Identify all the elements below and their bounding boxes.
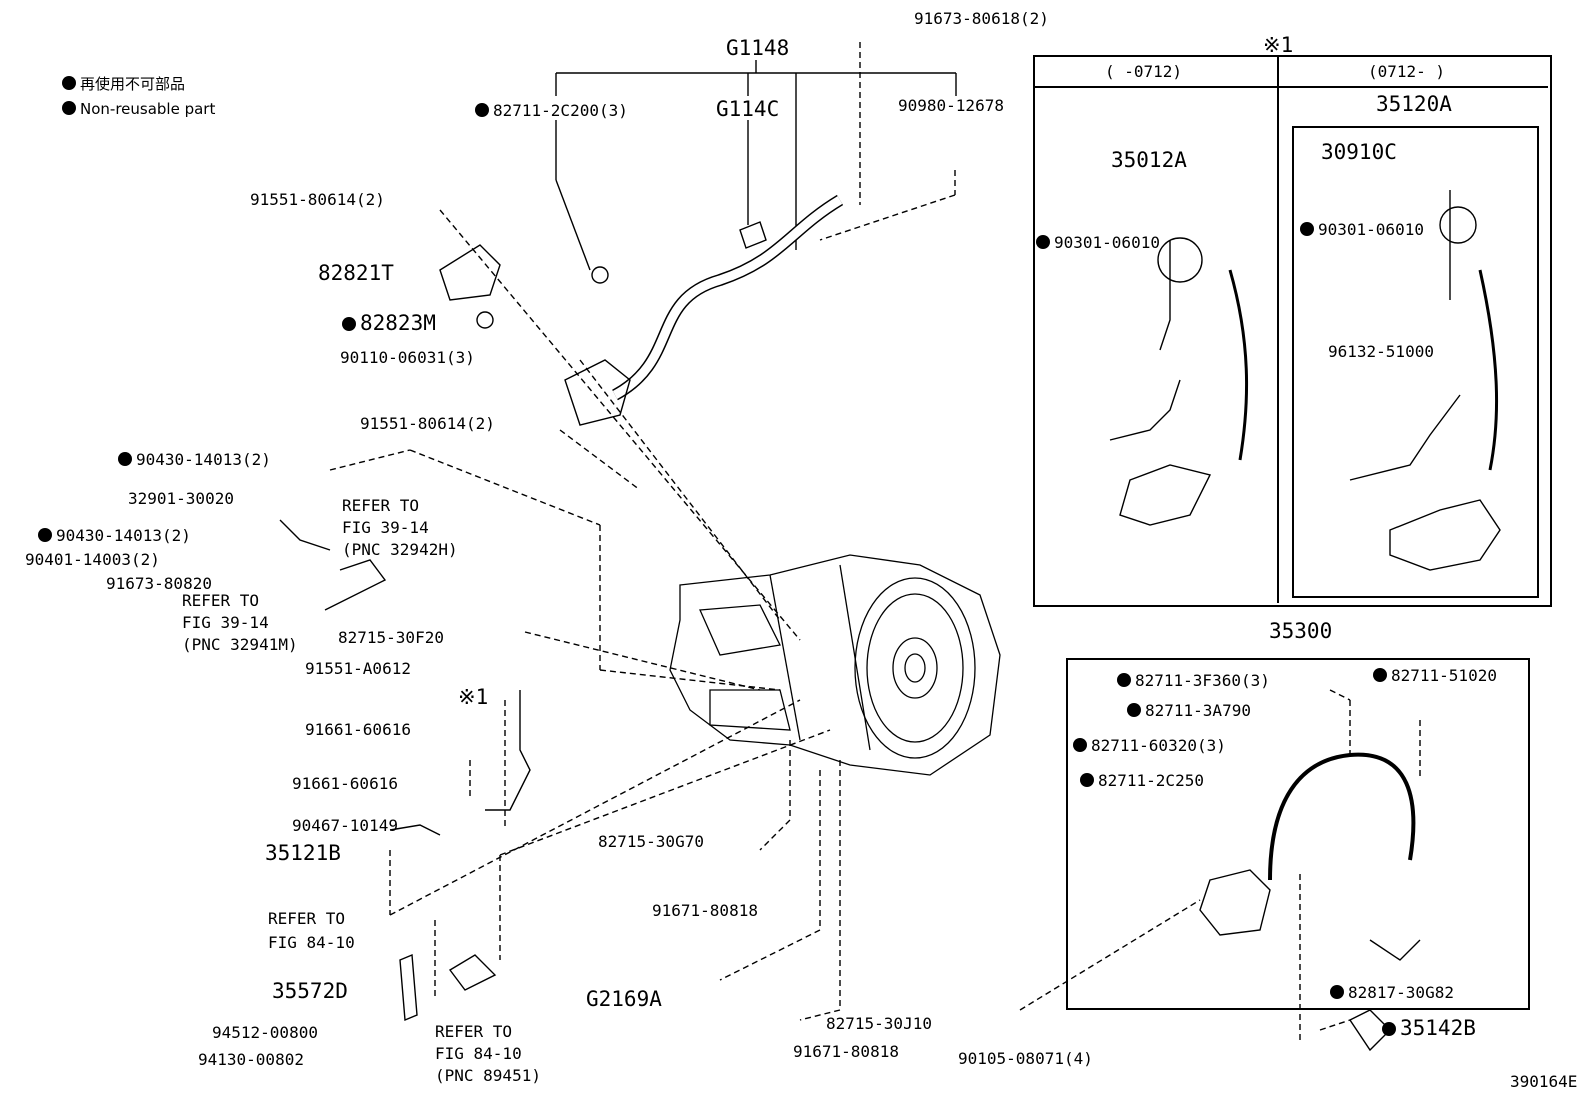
label-35120a[interactable]: 35120A <box>1376 92 1452 116</box>
inset-vertical-divider <box>1277 57 1279 603</box>
label-82711-51020[interactable]: 82711-51020 <box>1373 667 1497 685</box>
label-82711-3a790[interactable]: 82711-3A790 <box>1127 702 1251 720</box>
label-35012a[interactable]: 35012A <box>1111 148 1187 172</box>
inset-box-35300 <box>1066 658 1530 1010</box>
label-82715-30f20[interactable]: 82715-30F20 <box>338 628 444 647</box>
inset-header-divider <box>1035 86 1548 88</box>
label-90301-b[interactable]: 90301-06010 <box>1300 221 1424 239</box>
label-94512[interactable]: 94512-00800 <box>212 1023 318 1042</box>
refer4-line3: (PNC 89451) <box>435 1066 541 1085</box>
label-90430-b[interactable]: 90430-14013(2) <box>38 527 191 545</box>
bullet-icon <box>1036 235 1050 249</box>
label-91551-a0612[interactable]: 91551-A0612 <box>305 659 411 678</box>
label-90401[interactable]: 90401-14003(2) <box>25 550 160 569</box>
refer4-line2: FIG 84-10 <box>435 1044 522 1063</box>
label-82711-60320[interactable]: 82711-60320(3) <box>1073 737 1226 755</box>
inset-note-mark: ※1 <box>1263 33 1294 57</box>
legend-en: Non-reusable part <box>62 100 215 118</box>
label-82817[interactable]: 82817-30G82 <box>1330 984 1454 1002</box>
label-32901[interactable]: 32901-30020 <box>128 489 234 508</box>
label-82715-30j10[interactable]: 82715-30J10 <box>826 1014 932 1033</box>
bullet-icon <box>1373 668 1387 682</box>
label-g2169a[interactable]: G2169A <box>586 987 662 1011</box>
label-90110[interactable]: 90110-06031(3) <box>340 348 475 367</box>
bullet-icon <box>1073 738 1087 752</box>
label-90105[interactable]: 90105-08071(4) <box>958 1049 1093 1068</box>
label-82711-2c250[interactable]: 82711-2C250 <box>1080 772 1204 790</box>
label-35142b[interactable]: 35142B <box>1382 1017 1476 1039</box>
refer1-line3: (PNC 32942H) <box>342 540 458 559</box>
label-30910c[interactable]: 30910C <box>1321 140 1397 164</box>
note-mark-1: ※1 <box>458 685 489 709</box>
bullet-icon <box>475 103 489 117</box>
label-91551-80614-b[interactable]: 91551-80614(2) <box>360 414 495 433</box>
label-35121b[interactable]: 35121B <box>265 841 341 865</box>
label-91661-a[interactable]: 91661-60616 <box>305 720 411 739</box>
label-91673-80820[interactable]: 91673-80820 <box>106 574 212 593</box>
label-91673-80618[interactable]: 91673-80618(2) <box>914 9 1049 28</box>
label-96132[interactable]: 96132-51000 <box>1328 342 1434 361</box>
label-90467[interactable]: 90467-10149 <box>292 816 398 835</box>
bullet-icon <box>38 528 52 542</box>
label-g1148[interactable]: G1148 <box>726 36 790 60</box>
label-82711-2c200[interactable]: 82711-2C200(3) <box>475 102 628 120</box>
label-90430-a[interactable]: 90430-14013(2) <box>118 451 271 469</box>
bullet-icon <box>1330 985 1344 999</box>
refer2-line1: REFER TO <box>182 591 260 610</box>
bullet-icon <box>62 76 76 90</box>
label-90301-a[interactable]: 90301-06010 <box>1036 234 1160 252</box>
refer2-line2: FIG 39-14 <box>182 613 269 632</box>
bullet-icon <box>118 452 132 466</box>
label-90980[interactable]: 90980-12678 <box>898 96 1004 115</box>
figure-id: 390164E <box>1510 1072 1578 1091</box>
label-91671-b[interactable]: 91671-80818 <box>793 1042 899 1061</box>
refer1-line1: REFER TO <box>342 496 420 515</box>
label-82821t[interactable]: 82821T <box>318 261 394 285</box>
inset-right-range: (0712- ) <box>1368 62 1446 81</box>
bullet-icon <box>1127 703 1141 717</box>
label-g114c[interactable]: G114C <box>716 97 780 121</box>
bullet-icon <box>62 101 76 115</box>
label-91551-80614-a[interactable]: 91551-80614(2) <box>250 190 385 209</box>
label-35572d[interactable]: 35572D <box>272 979 348 1003</box>
inset-left-range: ( -0712) <box>1105 62 1183 81</box>
label-91671-a[interactable]: 91671-80818 <box>652 901 758 920</box>
bullet-icon <box>1117 673 1131 687</box>
inset-box-35120a <box>1292 126 1539 598</box>
legend-jp: 再使用不可部品 <box>62 75 185 93</box>
label-91661-b[interactable]: 91661-60616 <box>292 774 398 793</box>
inset-box-variants <box>1033 55 1552 607</box>
label-82823m[interactable]: 82823M <box>342 312 436 334</box>
refer4-line1: REFER TO <box>435 1022 513 1041</box>
bullet-icon <box>1080 773 1094 787</box>
bullet-icon <box>1300 222 1314 236</box>
refer3-line1: REFER TO <box>268 909 346 928</box>
refer1-line2: FIG 39-14 <box>342 518 429 537</box>
bullet-icon <box>1382 1022 1396 1036</box>
refer3-line2: FIG 84-10 <box>268 933 355 952</box>
refer2-line3: (PNC 32941M) <box>182 635 298 654</box>
label-94130[interactable]: 94130-00802 <box>198 1050 304 1069</box>
label-82711-3f360[interactable]: 82711-3F360(3) <box>1117 672 1270 690</box>
label-35300[interactable]: 35300 <box>1269 619 1333 643</box>
label-82715-30g70[interactable]: 82715-30G70 <box>598 832 704 851</box>
bullet-icon <box>342 317 356 331</box>
